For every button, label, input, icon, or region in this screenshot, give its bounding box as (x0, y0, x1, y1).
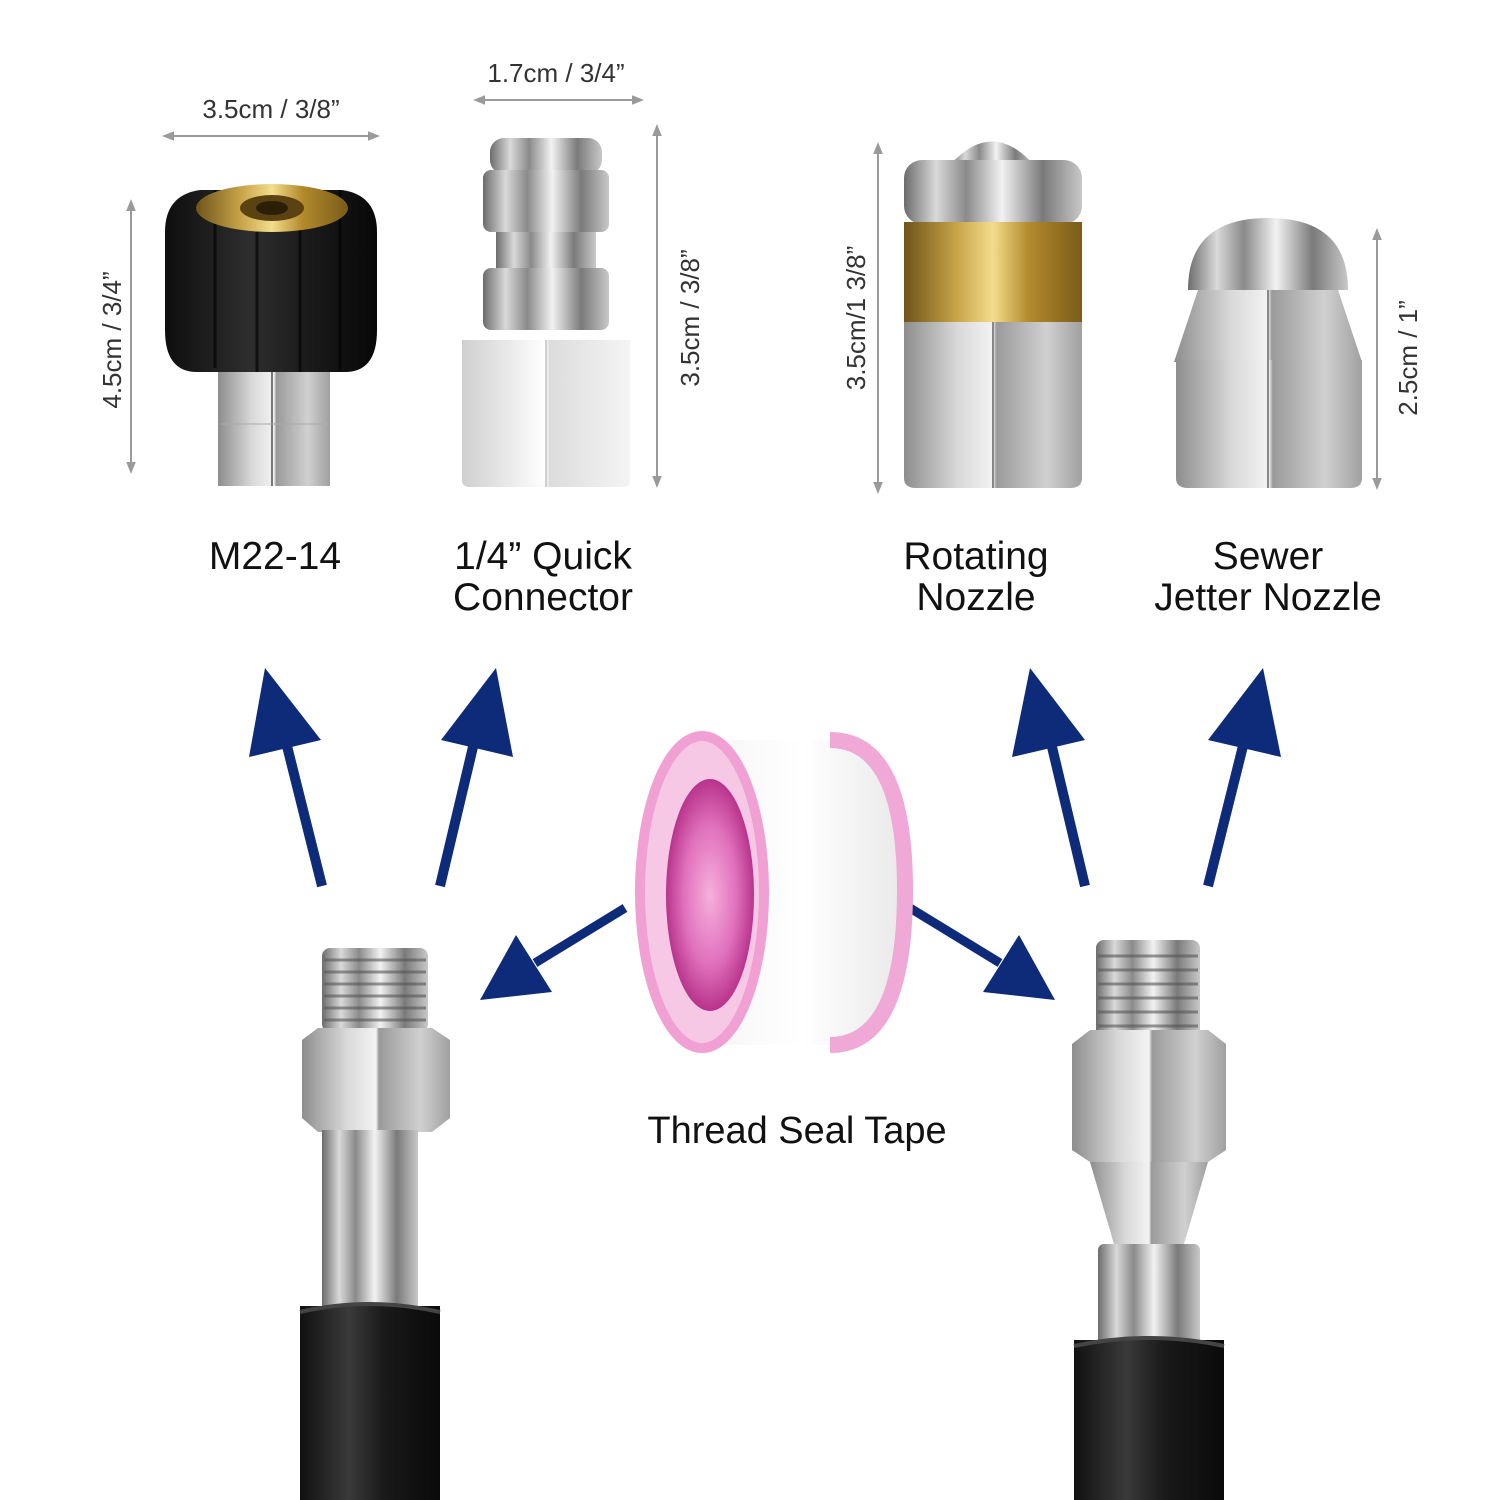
rotating-nozzle-label-line-2: Nozzle (916, 575, 1036, 619)
rotating-nozzle-image (904, 141, 1082, 488)
sewer-jetter-nozzle-label: Sewer Jetter Nozzle (1154, 535, 1382, 619)
sewer-jetter-height-dimension: 2.5cm / 1” (1393, 300, 1423, 416)
rotating-nozzle-label-line-1: Rotating (903, 535, 1049, 578)
dimension-lines (126, 95, 1382, 494)
thread-seal-tape-image (635, 731, 914, 1053)
quick-connector-image (462, 138, 630, 487)
sewer-jetter-nozzle-image (1174, 218, 1362, 488)
arrows (249, 668, 1281, 1000)
m22-14-width-dimension: 3.5cm / 3/8” (202, 94, 340, 124)
quick-connector-width-dimension: 1.7cm / 3/4” (487, 58, 625, 88)
quick-connector-height-dimension: 3.5cm / 3/8” (675, 249, 705, 387)
m22-14-height-dimension: 4.5cm / 3/4” (97, 271, 127, 409)
quick-connector-label: 1/4” Quick Connector (453, 535, 633, 619)
m22-14-label-line: M22-14 (208, 535, 342, 578)
rotating-nozzle-label: Rotating Nozzle (903, 535, 1049, 619)
left-hose-fitting-image (299, 948, 450, 1500)
rotating-nozzle-height-dimension: 3.5cm/1 3/8” (841, 245, 871, 391)
thread-seal-tape-label: Thread Seal Tape (647, 1110, 947, 1152)
right-hose-fitting-image (1072, 940, 1226, 1500)
m22-14-coupler-image (165, 184, 377, 486)
quick-connector-label-line-2: Connector (453, 575, 633, 619)
quick-connector-label-line-1: 1/4” Quick (454, 535, 632, 578)
sewer-jetter-label-line-1: Sewer (1212, 535, 1324, 578)
m22-14-label: M22-14 (208, 535, 342, 578)
sewer-jetter-label-line-2: Jetter Nozzle (1154, 575, 1382, 619)
